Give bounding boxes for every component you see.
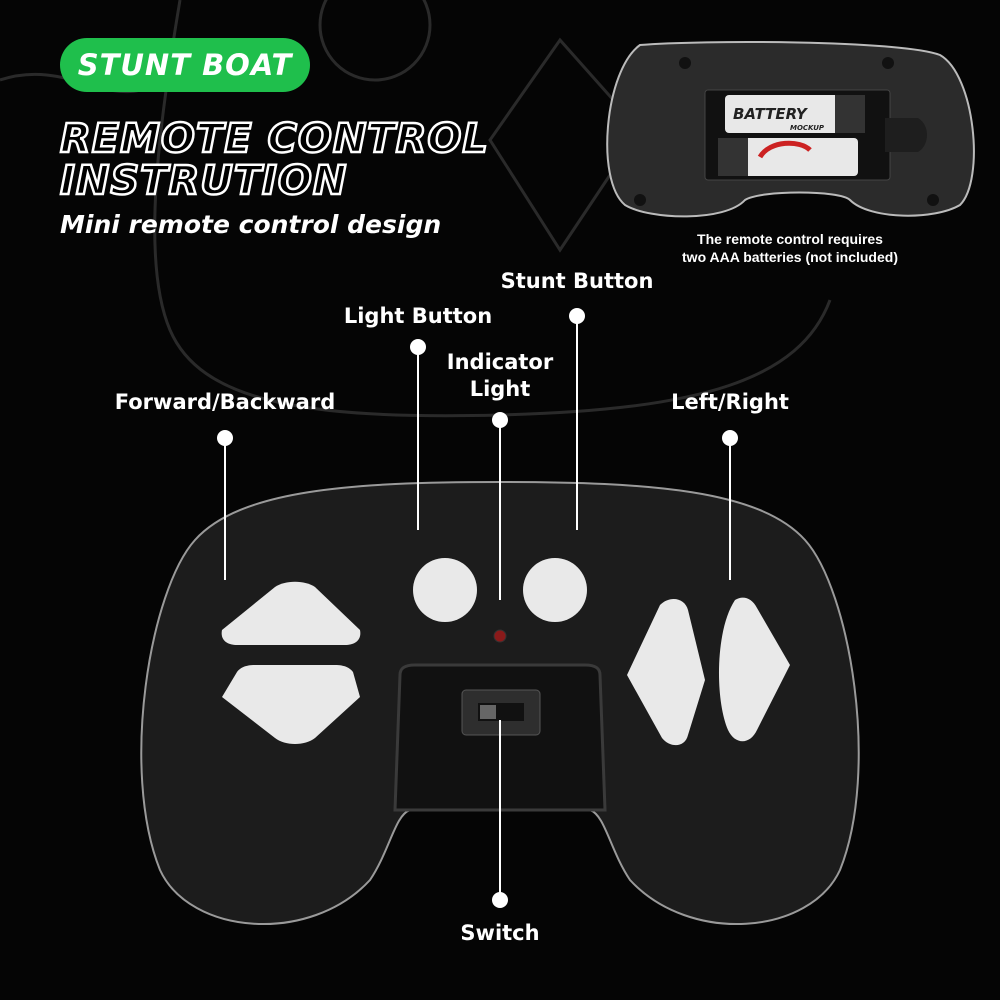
page-title: REMOTE CONTROL INSTRUTION <box>59 116 489 204</box>
battery-sub-text: MOCKUP <box>790 124 825 132</box>
backward-button[interactable] <box>222 665 360 744</box>
caption-line-2: two AAA batteries (not included) <box>682 249 898 265</box>
label-light-button: Light Button <box>343 304 493 328</box>
caption-line-1: The remote control requires <box>697 231 883 247</box>
label-left-right: Left/Right <box>671 390 789 414</box>
indicator-led <box>493 629 507 643</box>
title-line-2: INSTRUTION <box>59 158 348 204</box>
label-indicator-line-1: Indicator <box>446 350 554 374</box>
badge-text: STUNT BOAT <box>77 48 293 82</box>
forward-button[interactable] <box>221 581 361 645</box>
label-indicator-line-2: Light <box>469 377 531 401</box>
callout-lines <box>224 316 731 900</box>
battery-brand-text: BATTERY <box>733 105 809 123</box>
title-line-1: REMOTE CONTROL <box>59 116 489 162</box>
stunt-button[interactable] <box>523 558 587 622</box>
label-indicator-light: Indicator Light <box>447 349 553 403</box>
subtitle: Mini remote control design <box>60 210 442 239</box>
callout-dots <box>217 308 738 908</box>
right-button[interactable] <box>718 597 790 742</box>
battery-caption: The remote control requires two AAA batt… <box>640 230 940 266</box>
label-forward-backward: Forward/Backward <box>114 390 336 414</box>
label-switch: Switch <box>460 921 540 945</box>
label-stunt-button: Stunt Button <box>500 269 654 293</box>
left-button[interactable] <box>627 598 705 746</box>
remote-back-view: BATTERY MOCKUP <box>606 41 975 218</box>
power-switch[interactable] <box>461 689 541 736</box>
stunt-boat-badge: STUNT BOAT <box>60 38 310 92</box>
light-button[interactable] <box>413 558 477 622</box>
